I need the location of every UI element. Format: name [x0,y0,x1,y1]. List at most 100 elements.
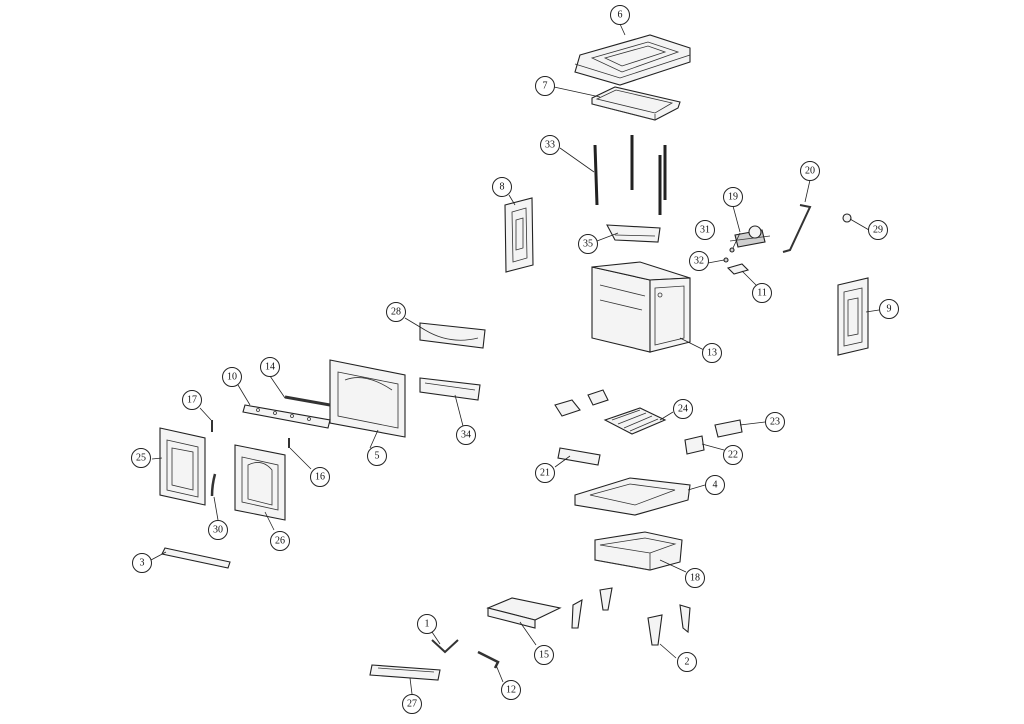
callout-27: 27 [402,694,422,714]
callout-24: 24 [673,399,693,419]
callout-16: 16 [310,467,330,487]
part-top-plate [574,34,691,86]
svg-text:16: 16 [315,472,325,483]
callout-19: 19 [723,187,743,207]
part-rods [593,135,667,215]
callout-30: 30 [208,520,228,540]
callout-2: 2 [677,652,697,672]
svg-text:23: 23 [770,417,780,428]
part-handle-rod [477,650,500,669]
svg-text:31: 31 [700,225,710,236]
callout-23: 23 [765,412,785,432]
svg-text:28: 28 [391,307,401,318]
part-brick-23 [714,419,743,438]
part-log-retainer [557,447,601,466]
part-deflector [606,224,661,243]
svg-text:7: 7 [543,81,548,92]
callout-21: 21 [535,463,555,483]
svg-text:17: 17 [187,395,197,406]
svg-text:18: 18 [690,573,700,584]
part-bracket [726,263,750,275]
part-knob [842,213,852,223]
part-right-side-panel [837,277,869,356]
callout-28: 28 [386,302,406,322]
svg-text:21: 21 [540,468,550,479]
svg-text:1: 1 [425,619,430,630]
part-tool [431,639,459,654]
part-brick-22 [684,435,705,455]
part-baffle-tray [591,86,681,121]
svg-text:27: 27 [407,699,417,710]
svg-text:20: 20 [805,166,815,177]
svg-text:9: 9 [887,304,892,315]
part-left-side-panel [504,197,534,273]
callout-25: 25 [131,448,151,468]
part-firebox-body [591,261,691,353]
part-leg-b [599,587,613,611]
svg-text:8: 8 [500,182,505,193]
callout-11: 11 [752,283,772,303]
part-upper-front-trim [419,322,486,349]
part-leg-a [571,598,583,629]
callout-29: 29 [868,220,888,240]
part-grate [603,407,667,435]
svg-text:33: 33 [545,140,555,151]
part-air-rod [782,204,812,253]
svg-text:32: 32 [694,256,704,267]
svg-text:22: 22 [728,450,738,461]
svg-text:5: 5 [375,451,380,462]
svg-text:4: 4 [713,480,718,491]
svg-text:25: 25 [136,453,146,464]
svg-text:3: 3 [140,558,145,569]
part-firebrick-a [554,399,581,417]
part-air-control [729,225,771,248]
svg-text:24: 24 [678,404,688,415]
callout-17: 17 [182,390,202,410]
callout-12: 12 [501,680,521,700]
callout-6: 6 [610,5,630,25]
part-screw-31 [729,247,735,253]
svg-text:19: 19 [728,192,738,203]
part-leg-d [679,604,691,634]
svg-text:2: 2 [685,657,690,668]
callout-7: 7 [535,76,555,96]
svg-text:11: 11 [757,288,767,299]
callout-4: 4 [705,475,725,495]
callout-5: 5 [367,446,387,466]
part-door-handle [210,473,217,497]
callout-33: 33 [540,135,560,155]
callout-1: 1 [417,614,437,634]
callout-13: 13 [702,343,722,363]
callout-34: 34 [456,425,476,445]
part-small-bar [284,395,331,407]
callout-8: 8 [492,177,512,197]
callout-22: 22 [723,445,743,465]
svg-text:14: 14 [265,362,275,373]
part-left-door [159,427,206,506]
svg-text:26: 26 [275,536,285,547]
svg-text:29: 29 [873,225,883,236]
part-right-door [234,444,286,521]
callout-10: 10 [222,367,242,387]
callout-31: 31 [695,220,715,240]
part-glass-panel [369,664,441,681]
svg-text:30: 30 [213,525,223,536]
callout-18: 18 [685,568,705,588]
part-bottom-plate [574,477,691,516]
callout-14: 14 [260,357,280,377]
svg-text:10: 10 [227,372,237,383]
part-door-trim [161,547,231,569]
callout-35: 35 [578,234,598,254]
callout-20: 20 [800,161,820,181]
svg-text:13: 13 [707,348,717,359]
part-ash-lip [419,377,481,401]
callout-26: 26 [270,531,290,551]
leader-lines [150,23,880,695]
part-firebrick-b [587,389,609,406]
part-leg-c [647,614,663,646]
callout-9: 9 [879,299,899,319]
part-hinge-bar [242,404,331,429]
svg-text:35: 35 [583,239,593,250]
part-ash-tray [486,597,562,629]
svg-text:34: 34 [461,430,471,441]
